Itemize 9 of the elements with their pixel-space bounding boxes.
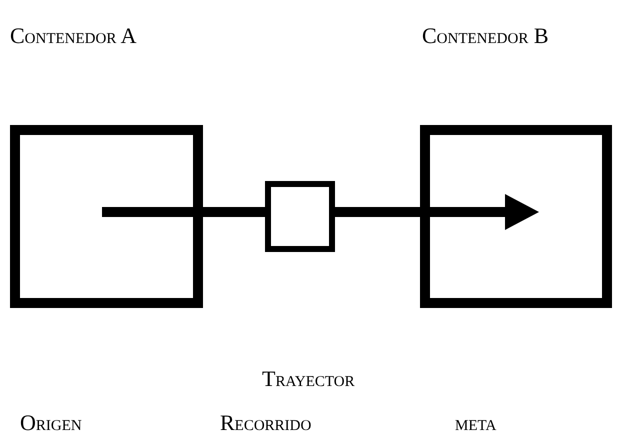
container-heading: Contenedor A xyxy=(10,23,137,49)
caption-label: meta xyxy=(455,410,496,436)
connector-line xyxy=(102,207,265,217)
arrow xyxy=(335,194,539,230)
caption-label: Recorrido xyxy=(220,410,312,436)
caption-label: Trayector xyxy=(262,366,355,392)
small-square xyxy=(265,181,335,252)
container-heading: Contenedor B xyxy=(422,23,549,49)
caption-label: Origen xyxy=(20,410,82,436)
